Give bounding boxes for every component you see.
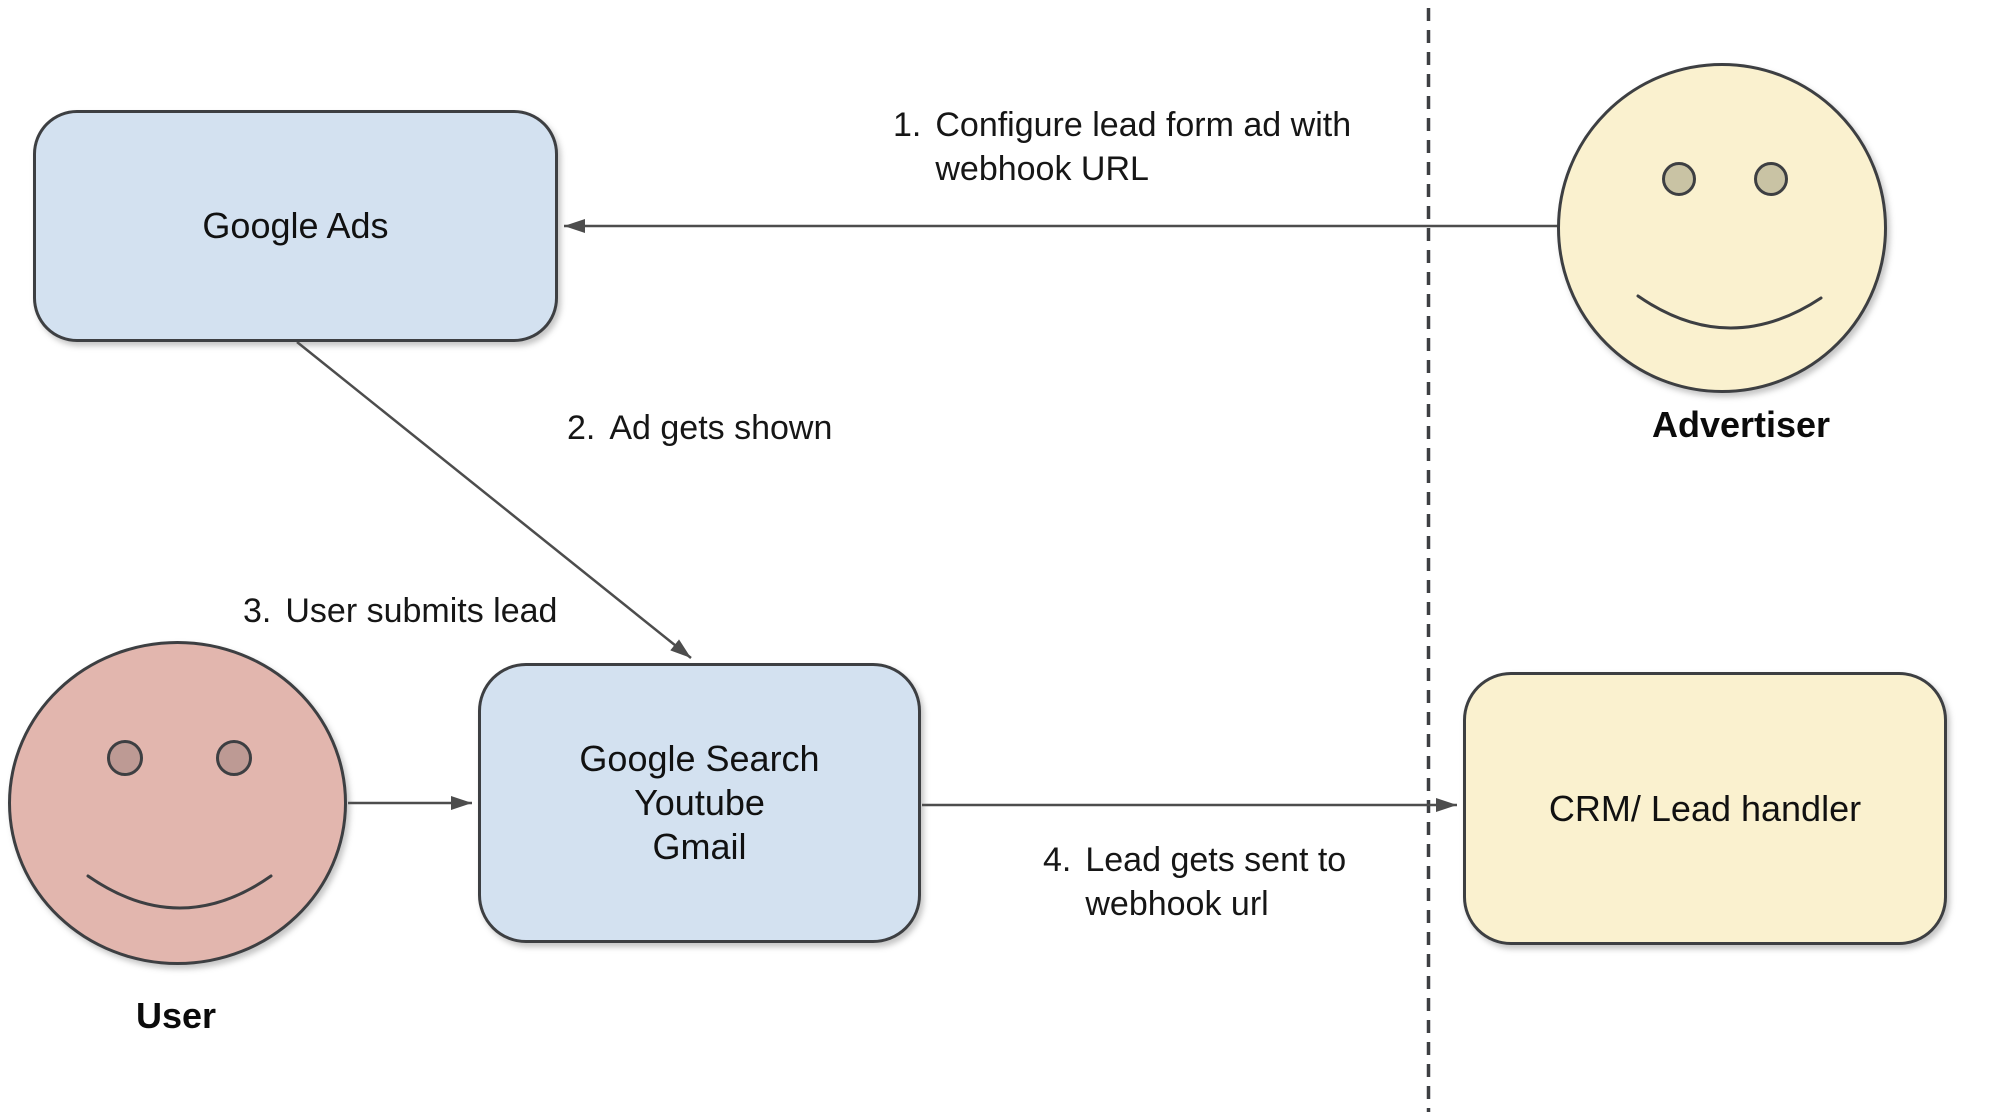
node-google-ads-label: Google Ads [202, 205, 389, 246]
node-google-surfaces-label: Google Search Youtube Gmail [579, 738, 820, 867]
step-4-annotation: 4. Lead gets sent to webhook url [1043, 838, 1346, 926]
step-1-text: Configure lead form ad with webhook URL [935, 106, 1352, 188]
node-crm-lead-handler-label: CRM/ Lead handler [1548, 787, 1862, 829]
step-3-text: User submits lead [285, 592, 558, 630]
step-2-text: Ad gets shown [609, 409, 833, 447]
step-3-number: 3. [243, 592, 272, 630]
advertiser-left-eye-icon [1662, 162, 1696, 196]
advertiser-smiley-face-icon [1557, 63, 1887, 393]
advertiser-label: Advertiser [1651, 404, 1831, 445]
user-left-eye-icon [107, 740, 143, 776]
step-1-number: 1. [893, 106, 922, 144]
step-3-annotation: 3. User submits lead [243, 589, 557, 633]
node-google-ads: Google Ads [33, 110, 558, 342]
step-2-number: 2. [567, 409, 596, 447]
step-4-number: 4. [1043, 841, 1072, 879]
step-1-annotation: 1. Configure lead form ad with webhook U… [893, 103, 1351, 191]
user-label: User [135, 995, 217, 1036]
arrow-google-ads-to-surfaces [296, 341, 692, 659]
node-google-surfaces: Google Search Youtube Gmail [478, 663, 921, 943]
user-right-eye-icon [216, 740, 252, 776]
advertiser-right-eye-icon [1754, 162, 1788, 196]
user-smiley-face-icon [8, 641, 347, 965]
step-4-text: Lead gets sent to webhook url [1085, 841, 1347, 923]
step-2-annotation: 2. Ad gets shown [567, 406, 832, 450]
node-crm-lead-handler: CRM/ Lead handler [1463, 672, 1947, 945]
